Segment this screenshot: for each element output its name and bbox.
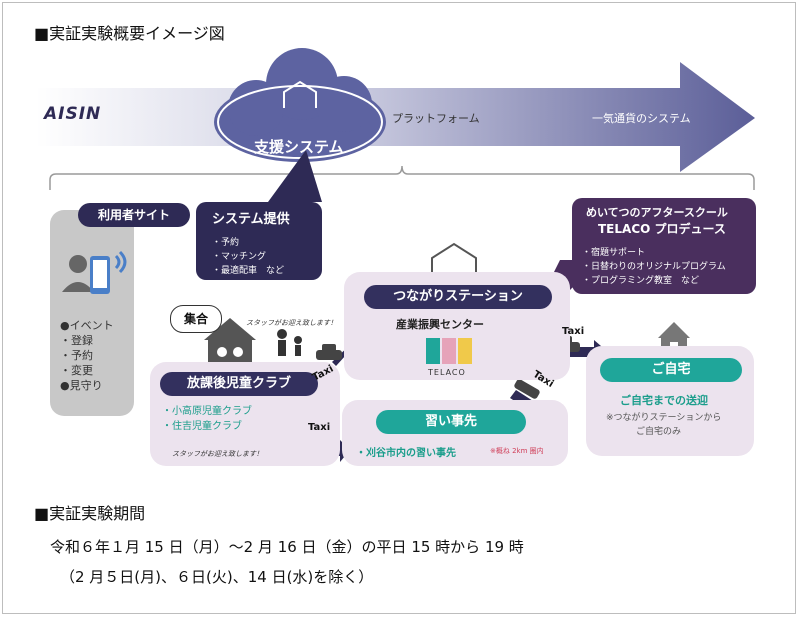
platform-label: プラットフォーム — [392, 112, 480, 125]
home-note2: ご自宅のみ — [636, 427, 682, 437]
after-school-line1: めいてつのアフタースクール — [586, 206, 728, 219]
gathering-badge: 集合 — [170, 305, 222, 333]
taxi-label: Taxi — [562, 326, 585, 337]
provide-item: ・最適配車 など — [212, 266, 285, 276]
telaco-logo-text: TELACO — [428, 368, 466, 377]
currency-label: 一気通貨のシステム — [592, 112, 691, 125]
brace — [49, 165, 755, 190]
aisin-logo: AISIN — [44, 104, 102, 124]
flow-arrow — [36, 62, 755, 172]
provide-item: ・予約 — [212, 238, 240, 248]
club-item: ・住吉児童クラブ — [162, 421, 242, 432]
after-school-panel: めいてつのアフタースクール TELACO プロデュース ・宿題サポート ・日替わ… — [572, 198, 756, 294]
provide-item: ・マッチング — [212, 252, 267, 262]
feature-item: ●見守り — [60, 379, 103, 392]
page-title: ■実証実験概要イメージ図 — [34, 24, 225, 43]
after-school-items: ・宿題サポート ・日替わりのオリジナルプログラム ・プログラミング教室 など — [582, 246, 726, 288]
station-sub: 産業振興センター — [396, 318, 484, 331]
period-line2: （2 月５日(月)、６日(火)、14 日(水)を除く） — [60, 568, 374, 586]
cloud-shape — [214, 48, 386, 162]
user-site-features: ●イベント ・登録 ・予約 ・変更 ●見守り — [60, 318, 114, 393]
after-school-item: ・プログラミング教室 など — [582, 276, 700, 286]
home-sub: ご自宅までの送迎 — [620, 394, 708, 407]
cloud-label: 支援システム — [254, 138, 344, 156]
feature-item: ・予約 — [60, 349, 93, 362]
club-label: 放課後児童クラブ — [160, 372, 318, 396]
period-header: ■実証実験期間 — [34, 504, 146, 523]
system-provide-items: ・予約 ・マッチング ・最適配車 など — [212, 236, 284, 278]
home-note1: ※つながりステーションから — [606, 413, 722, 423]
after-school-line2: TELACO プロデュース — [598, 222, 726, 236]
after-school-item: ・宿題サポート — [582, 248, 646, 258]
lessons-note: ※概ね 2km 圏内 — [490, 447, 544, 455]
system-provide-label: システム提供 — [212, 212, 290, 227]
staff-note-top: スタッフがお迎え致します！ — [246, 319, 337, 327]
club-item: ・小高原児童クラブ — [162, 406, 252, 417]
feature-item: ・登録 — [60, 334, 93, 347]
home-label: ご自宅 — [600, 358, 742, 382]
system-provide-panel: システム提供 ・予約 ・マッチング ・最適配車 など — [196, 202, 322, 280]
user-site-panel — [50, 210, 134, 416]
club-items: ・小高原児童クラブ ・住吉児童クラブ — [162, 404, 252, 434]
telaco-logo-mark — [426, 338, 472, 364]
feature-item: ●イベント — [60, 319, 114, 332]
period-line1: 令和６年１月 15 日（月）～2 月 16 日（金）の平日 15 時から 19 … — [50, 538, 524, 556]
staff-note-bottom: スタッフがお迎え致します！ — [172, 450, 263, 458]
lessons-item: ・刈谷市内の習い事先 — [356, 448, 456, 459]
feature-item: ・変更 — [60, 364, 93, 377]
after-school-item: ・日替わりのオリジナルプログラム — [582, 262, 726, 272]
taxi-label: Taxi — [308, 422, 331, 433]
user-site-label: 利用者サイト — [78, 203, 190, 227]
lessons-label: 習い事先 — [376, 410, 526, 434]
smartphone-user-icon — [62, 250, 127, 294]
station-label: つながりステーション — [364, 285, 552, 309]
